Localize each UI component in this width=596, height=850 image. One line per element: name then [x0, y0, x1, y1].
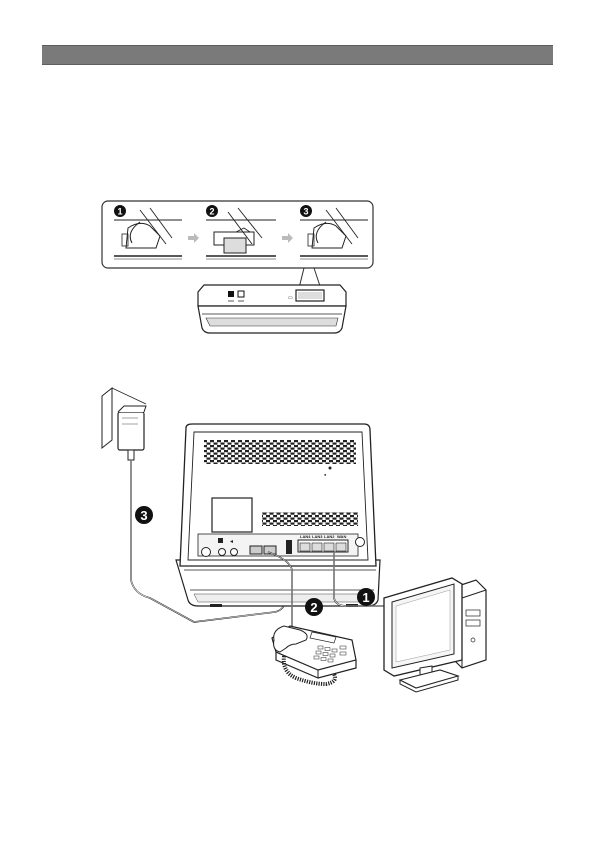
connection-callout-3: 3 [135, 506, 153, 524]
computer [384, 578, 486, 692]
step-3-callout: 3 [300, 205, 312, 217]
telephone [272, 626, 356, 684]
svg-text:◂: ◂ [230, 539, 233, 545]
svg-text:LAN3: LAN3 [312, 534, 323, 539]
connection-callout-1: 1 [357, 588, 375, 606]
svg-text:2: 2 [310, 600, 317, 615]
connection-callout-2: 2 [305, 598, 323, 616]
svg-text:WAN: WAN [337, 534, 346, 539]
router-side-view: ▭ [198, 285, 346, 333]
svg-text:1: 1 [117, 207, 122, 217]
power-adapter [102, 388, 146, 460]
router-rear-view: ● ◂ LAN4 LAN3 LAN2 WAN [176, 424, 380, 607]
svg-text:2: 2 [209, 207, 214, 217]
svg-text:LAN4: LAN4 [300, 534, 311, 539]
svg-text:▭: ▭ [288, 295, 293, 301]
step-2-callout: 2 [206, 205, 218, 217]
sim-insertion-panel: 1 2 [102, 201, 373, 292]
svg-text:3: 3 [140, 508, 147, 523]
svg-text:1: 1 [362, 590, 369, 605]
svg-text:LAN2: LAN2 [324, 534, 335, 539]
svg-text:3: 3 [303, 207, 308, 217]
step-1-callout: 1 [114, 205, 126, 217]
